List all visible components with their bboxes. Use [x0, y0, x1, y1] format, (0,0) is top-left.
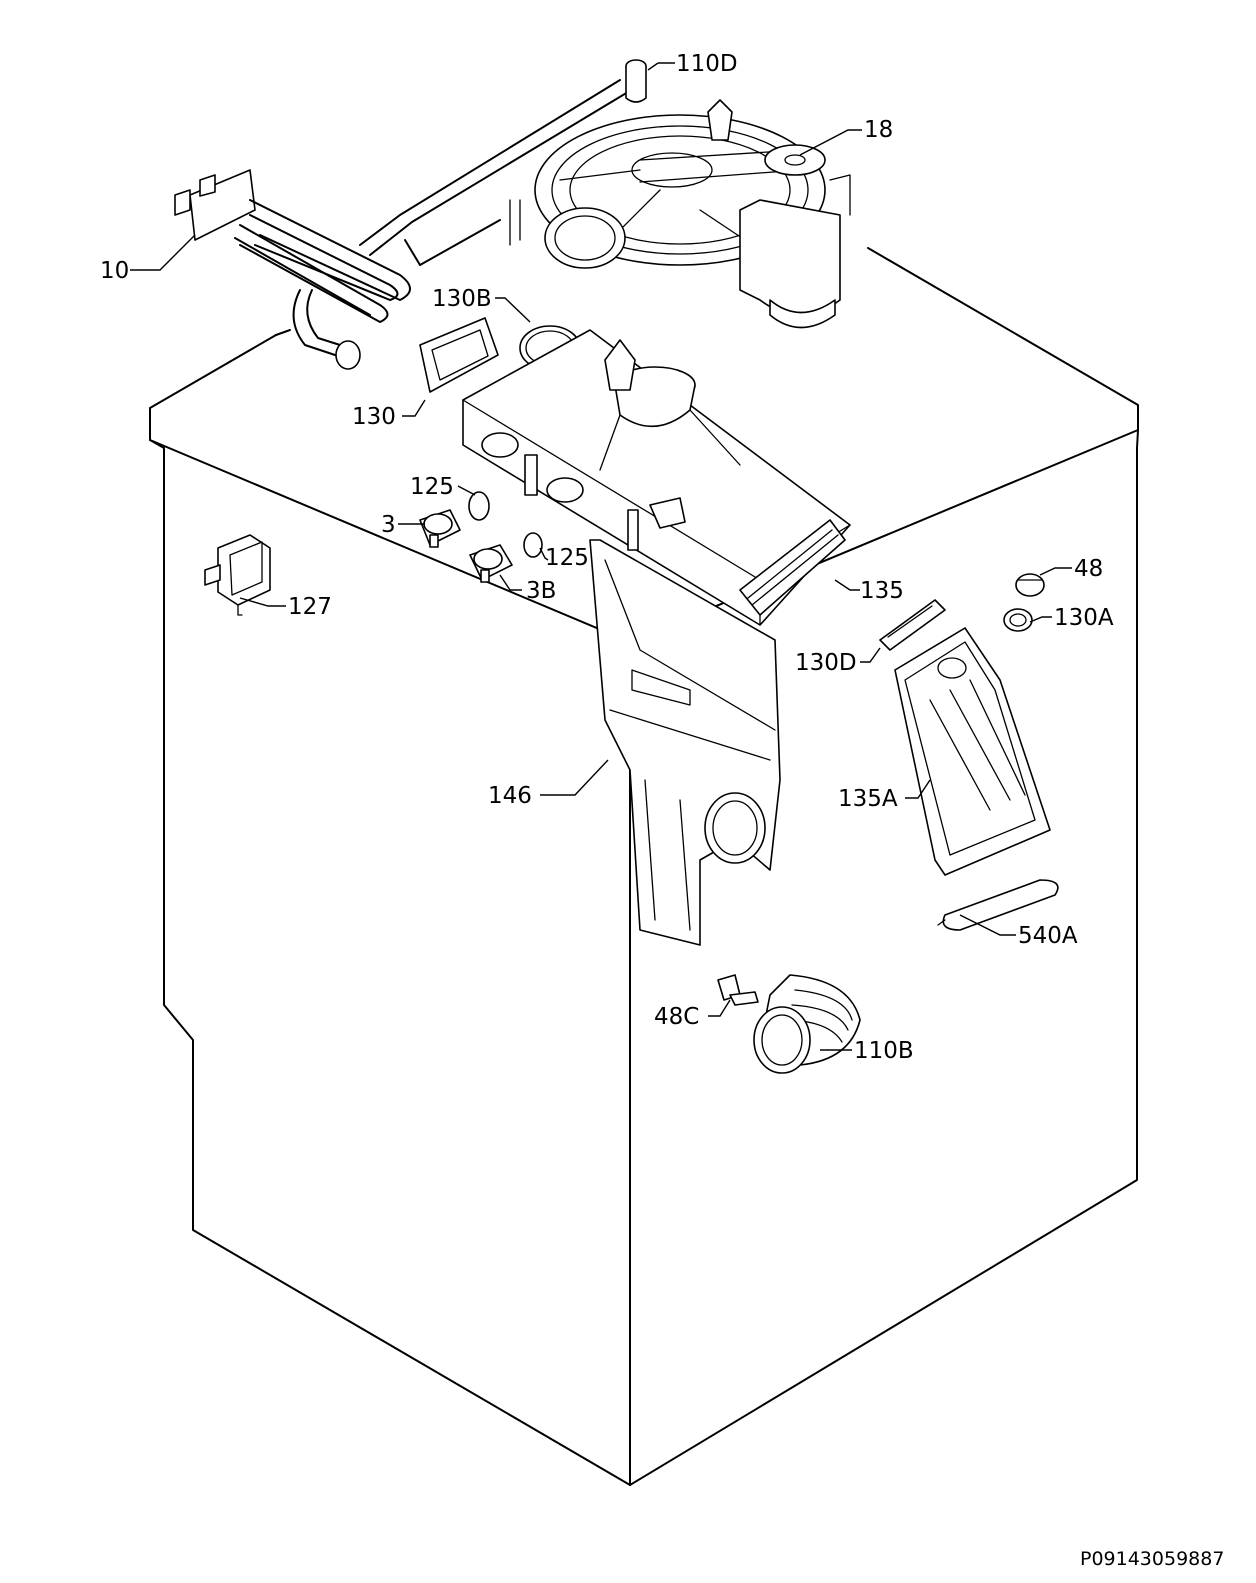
label-125-upper: 125	[410, 474, 454, 500]
part-18-motor-assembly	[509, 99, 851, 329]
part-110D-pipe	[359, 59, 647, 266]
label-130: 130	[352, 404, 396, 430]
label-110D: 110D	[676, 51, 738, 77]
label-3B: 3B	[526, 578, 556, 604]
part-130D-gasket	[879, 599, 946, 651]
part-135A-filter	[894, 627, 1051, 876]
part-135-duct	[462, 329, 851, 626]
part-48-cap	[1015, 573, 1045, 597]
label-130A: 130A	[1054, 605, 1114, 631]
label-18: 18	[864, 117, 893, 143]
part-3B-thermostat	[469, 544, 513, 583]
part-125-ring-upper	[468, 491, 490, 521]
part-labels: 110D 18 10 130B 130 125 3 125 3B 127 135…	[100, 51, 1114, 1064]
label-130B: 130B	[432, 286, 492, 312]
label-127: 127	[288, 594, 332, 620]
label-130D: 130D	[795, 650, 857, 676]
part-130A-seal	[1003, 608, 1033, 632]
part-110B-bellows-hose	[753, 974, 861, 1074]
leader-lines	[130, 62, 1072, 1051]
part-3-thermostat	[419, 509, 461, 548]
part-130-gasket	[419, 317, 499, 393]
label-48C: 48C	[654, 1004, 699, 1030]
part-10-heating-element	[174, 169, 411, 370]
part-48C-sensor	[717, 974, 759, 1006]
part-125-ring-lower	[523, 532, 543, 558]
part-127-switch	[204, 534, 271, 616]
reference-code: P09143059887	[1080, 1548, 1224, 1570]
label-110B: 110B	[854, 1038, 914, 1064]
label-48: 48	[1074, 556, 1103, 582]
label-10: 10	[100, 258, 129, 284]
label-135: 135	[860, 578, 904, 604]
label-540A: 540A	[1018, 923, 1078, 949]
part-146-lower-duct	[589, 539, 781, 946]
part-540A-seal	[937, 879, 1059, 931]
label-3: 3	[381, 512, 396, 538]
label-146: 146	[488, 783, 532, 809]
label-135A: 135A	[838, 786, 898, 812]
label-125-lower: 125	[545, 545, 589, 571]
